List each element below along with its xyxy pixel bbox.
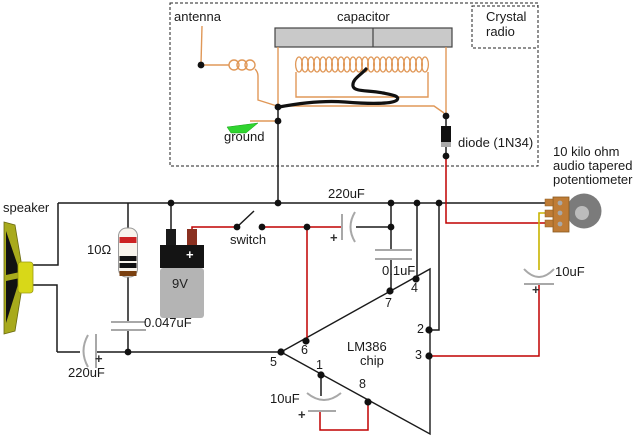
tuning-coil-icon bbox=[294, 56, 430, 73]
junction-dots bbox=[124, 61, 450, 406]
crystal-radio-label-line1: Crystal bbox=[486, 9, 527, 24]
cap-220uf-top-label: 220uF bbox=[328, 186, 365, 201]
speaker-label: speaker bbox=[3, 200, 50, 215]
lm386-triangle bbox=[279, 267, 431, 436]
crystal-radio-label-line2: radio bbox=[486, 24, 515, 39]
crystal-radio-box bbox=[169, 2, 539, 167]
battery-plus-label: + bbox=[186, 247, 194, 262]
cap-220uf-bottom-plus: + bbox=[95, 351, 103, 366]
pin-8-label: 8 bbox=[359, 377, 366, 391]
diode-label: diode (1N34) bbox=[458, 135, 534, 150]
crystal-radio-label: Crystal radio bbox=[486, 9, 526, 39]
potentiometer-label: 10 kilo ohm audio tapered potentiometer bbox=[553, 145, 633, 187]
pin-3-label: 3 bbox=[415, 348, 422, 362]
resistor-label: 10Ω bbox=[87, 242, 112, 257]
potentiometer-label-line1: 10 kilo ohm bbox=[553, 144, 620, 159]
pin-7-label: 7 bbox=[385, 296, 392, 310]
capacitor-label: capacitor bbox=[337, 9, 390, 24]
cap-0.047uf-label: 0.047uF bbox=[144, 315, 192, 330]
resistor-icon bbox=[118, 227, 138, 278]
potentiometer-icon bbox=[544, 193, 602, 233]
switch-lever-icon bbox=[236, 210, 255, 228]
diode-icon bbox=[441, 126, 451, 147]
pin-4-label: 4 bbox=[411, 281, 418, 295]
pin-2-label: 2 bbox=[417, 322, 424, 336]
cap-10uf-bottom-label: 10uF bbox=[270, 391, 300, 406]
pin-5-label: 5 bbox=[270, 355, 277, 369]
cap-220uf-bottom-label: 220uF bbox=[68, 365, 105, 380]
pin-1-label: 1 bbox=[316, 358, 323, 372]
potentiometer-label-line2: audio tapered bbox=[553, 158, 633, 173]
battery-voltage-label: 9V bbox=[172, 276, 188, 291]
variable-capacitor-icon bbox=[274, 27, 453, 48]
antenna-label: antenna bbox=[174, 9, 221, 24]
pot-wiper-wire bbox=[538, 212, 545, 270]
battery-icon bbox=[160, 229, 204, 318]
chip-name-label: LM386 bbox=[347, 339, 387, 354]
switch-label: switch bbox=[230, 232, 267, 247]
ground-icon bbox=[226, 122, 259, 134]
ground-label: ground bbox=[224, 129, 265, 144]
antenna-wiring bbox=[200, 25, 447, 122]
potentiometer-label-line3: potentiometer bbox=[553, 172, 633, 187]
red-wires bbox=[191, 156, 545, 431]
cap-10uf-bottom-plus: + bbox=[298, 407, 306, 422]
coil-tap-wire bbox=[277, 67, 400, 109]
pin-6-label: 6 bbox=[301, 343, 308, 357]
cap-220uf-top-plus: + bbox=[330, 230, 338, 245]
chip-word-label: chip bbox=[360, 353, 384, 368]
antenna-coil-icon bbox=[228, 59, 256, 71]
cap-10uf-right-label: 10uF bbox=[555, 264, 585, 279]
crystal-radio-label-box bbox=[471, 5, 539, 49]
cap-10uf-right-plus: + bbox=[532, 282, 540, 297]
speaker-icon bbox=[3, 221, 34, 335]
capacitor-plates bbox=[82, 211, 555, 412]
cap-0.1uf-label: 0.1uF bbox=[382, 263, 416, 278]
